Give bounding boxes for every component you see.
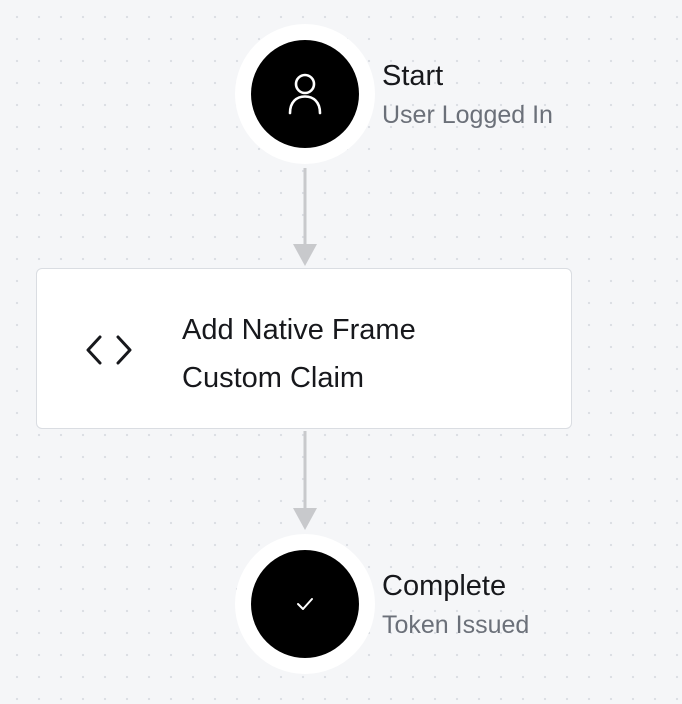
complete-node[interactable] xyxy=(235,534,375,674)
action-card[interactable] xyxy=(36,268,572,429)
start-subtitle: User Logged In xyxy=(382,101,553,129)
check-icon xyxy=(297,598,313,610)
user-icon xyxy=(288,73,322,115)
action-title-line-2: Custom Claim xyxy=(182,362,365,394)
complete-node-text: Complete Token Issued xyxy=(382,568,529,642)
start-title: Start xyxy=(382,60,444,92)
arrowhead-action xyxy=(293,244,317,266)
arrowhead-complete xyxy=(293,508,317,530)
code-icon xyxy=(86,335,132,365)
start-node[interactable] xyxy=(235,24,375,164)
complete-title: Complete xyxy=(382,570,507,602)
complete-node-circle xyxy=(251,550,359,658)
start-node-text: Start User Logged In xyxy=(382,58,553,132)
start-node-circle xyxy=(251,40,359,148)
action-title: Add Native Frame Custom Claim xyxy=(182,306,522,402)
complete-subtitle: Token Issued xyxy=(382,611,530,639)
action-title-line-1: Add Native Frame xyxy=(182,314,416,346)
